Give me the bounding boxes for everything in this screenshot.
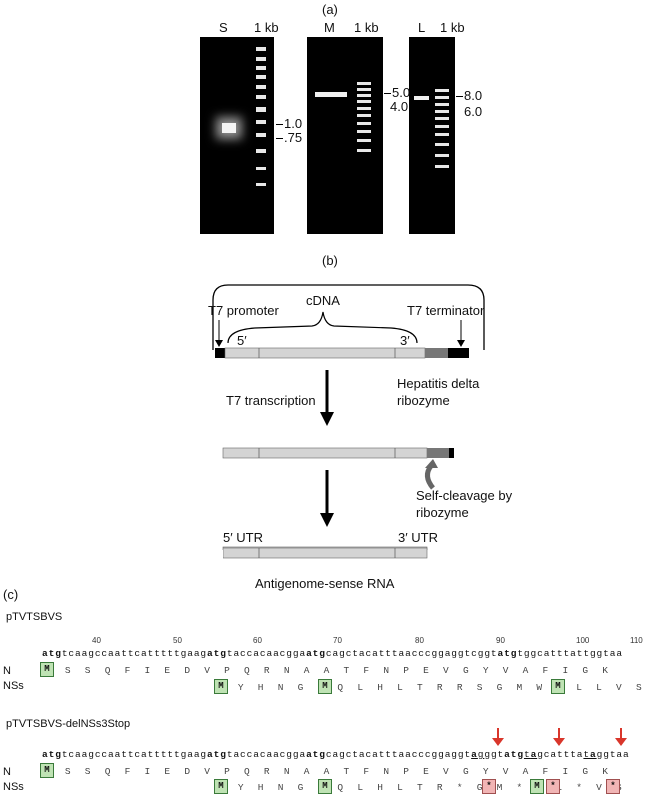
- gel2-image: [307, 37, 383, 234]
- utr3-label: 3′ UTR: [398, 530, 438, 545]
- ruler-110: 110: [630, 636, 643, 645]
- ruler-90: 90: [496, 636, 505, 645]
- ruler-60: 60: [253, 636, 262, 645]
- rna-label: Antigenome-sense RNA: [255, 576, 395, 591]
- ruler-50: 50: [173, 636, 182, 645]
- start-box-nss-1b: M: [318, 679, 332, 694]
- t7-transcription-label: T7 transcription: [226, 393, 316, 408]
- gel2-marker-2: 4.0: [390, 99, 409, 114]
- n-label-2: N: [3, 766, 11, 778]
- n-label-1: N: [3, 665, 11, 677]
- ruler-40: 40: [92, 636, 101, 645]
- stop-arrow-1: [497, 728, 499, 740]
- rna-bar: [223, 547, 428, 559]
- start-box-nss-2b: M: [318, 779, 332, 794]
- nss-label-1: NSs: [3, 680, 24, 692]
- start-box-nss-2c: M: [530, 779, 544, 794]
- n-protein-seq-1: M S S Q F I E D V P Q R N A A T F N P E …: [45, 665, 608, 676]
- stop-box-2: *: [546, 779, 560, 794]
- panel-a-label: (a): [322, 2, 338, 17]
- self-cleavage-label: Self-cleavage by ribozyme: [416, 488, 513, 520]
- gel3-marker-1: 8.0: [464, 88, 483, 103]
- stop-box-1: *: [482, 779, 496, 794]
- start-box-n-2: M: [40, 763, 54, 778]
- gel1-lane-s: S: [219, 20, 228, 35]
- nss-protein-seq-1: M Y H N G M Q L H L T R R S G M W H L L …: [218, 682, 642, 693]
- three-prime-label: 3′: [400, 333, 410, 348]
- ruler-80: 80: [415, 636, 424, 645]
- sequence-wt: atgtcaagccaattcatttttgaagatgtaccacaacgga…: [42, 648, 623, 659]
- gel1-marker-1: 1.0: [284, 116, 303, 131]
- gel3-marker-2: 6.0: [464, 104, 483, 119]
- gel1-lane-ladder: 1 kb: [254, 20, 279, 35]
- start-box-n-1: M: [40, 662, 54, 677]
- gel2-lane-ladder: 1 kb: [354, 20, 379, 35]
- stop-arrow-2: [558, 728, 560, 740]
- ruler-70: 70: [333, 636, 342, 645]
- ruler-100: 100: [576, 636, 590, 645]
- hdv-ribozyme-label: Hepatitis delta ribozyme: [397, 376, 480, 408]
- start-box-nss-1c: M: [551, 679, 565, 694]
- gel3-lane-ladder: 1 kb: [440, 20, 465, 35]
- n-protein-seq-2: M S S Q F I E D V P Q R N A A T F N P E …: [45, 766, 608, 777]
- gel1-image: [200, 37, 274, 234]
- nss-label-2: NSs: [3, 781, 24, 793]
- panel-b-label: (b): [322, 253, 338, 268]
- gel2-lane-m: M: [324, 20, 335, 35]
- panel-c-label: (c): [3, 587, 19, 602]
- stop-box-3: *: [606, 779, 620, 794]
- utr5-label: 5′ UTR: [223, 530, 263, 545]
- gel3-image: [409, 37, 455, 234]
- t7-terminator-label: T7 terminator: [407, 303, 485, 318]
- t7-promoter-label: T7 promoter: [208, 303, 279, 318]
- construct2-label: pTVTSBVS-delNSs3Stop: [6, 718, 131, 730]
- stop-arrow-3: [620, 728, 622, 740]
- cdna-label: cDNA: [306, 293, 340, 308]
- gel1-marker-2: .75: [284, 130, 303, 145]
- construct1-label: pTVTSBVS: [6, 611, 63, 623]
- start-box-nss-1a: M: [214, 679, 228, 694]
- gel3-lane-l: L: [418, 20, 426, 35]
- start-box-nss-2a: M: [214, 779, 228, 794]
- five-prime-label: 5′: [237, 333, 247, 348]
- gel2-marker-1: 5.0: [392, 85, 411, 100]
- nss-protein-seq-2: M Y H N G M Q L H L T R * G M * H L * V …: [218, 782, 622, 793]
- sequence-mutant: atgtcaagccaattcatttttgaagatgtaccacaacgga…: [42, 749, 630, 760]
